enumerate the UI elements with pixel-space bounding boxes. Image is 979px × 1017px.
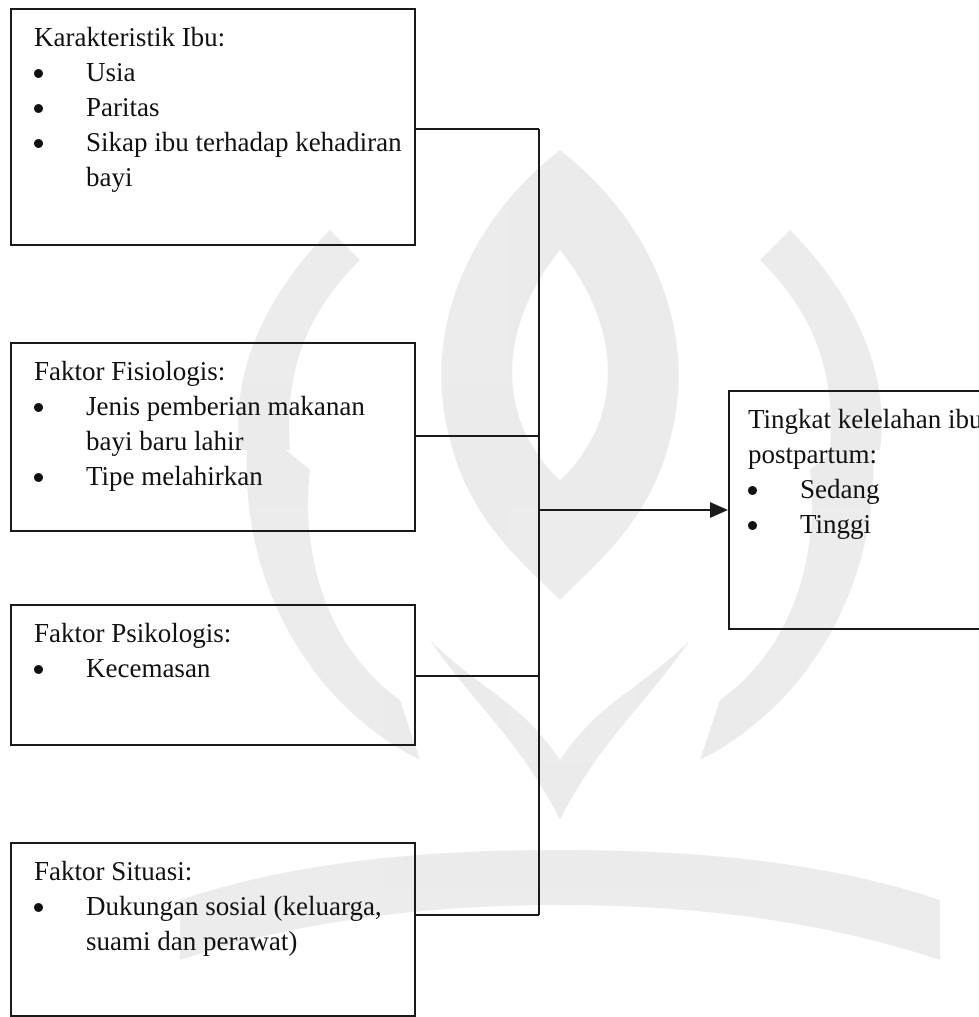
bullet-icon — [34, 69, 43, 78]
box-heading: Karakteristik Ibu: — [34, 22, 226, 52]
factor-list: Usia Paritas Sikap ibu terhadap kehadira… — [34, 55, 414, 195]
list-item: Usia — [34, 55, 414, 90]
box-heading: Tingkat kelelahan ibu postpartum: — [748, 404, 979, 469]
bullet-icon — [34, 665, 43, 674]
bullet-icon — [34, 473, 43, 482]
box-karakteristik-ibu: Karakteristik Ibu: Usia Paritas Sikap ib… — [10, 8, 416, 246]
bullet-icon — [748, 521, 757, 530]
list-item: Kecemasan — [34, 651, 414, 686]
box-faktor-psikologis: Faktor Psikologis: Kecemasan — [10, 604, 416, 746]
factor-list: Jenis pemberian makanan bayi baru lahir … — [34, 389, 414, 494]
factor-list: Dukungan sosial (keluarga, suami dan per… — [34, 889, 414, 959]
list-item: Tinggi — [748, 507, 979, 542]
list-item: Sedang — [748, 472, 979, 507]
list-item: Tipe melahirkan — [34, 459, 414, 494]
bullet-icon — [34, 403, 43, 412]
list-item: Dukungan sosial (keluarga, suami dan per… — [34, 889, 414, 959]
bullet-icon — [34, 139, 43, 148]
list-item: Jenis pemberian makanan bayi baru lahir — [34, 389, 414, 459]
list-item: Sikap ibu terhadap kehadiran bayi — [34, 125, 414, 195]
list-item: Paritas — [34, 90, 414, 125]
box-heading: Faktor Situasi: — [34, 856, 193, 886]
box-heading: Faktor Psikologis: — [34, 618, 232, 648]
bullet-icon — [748, 486, 757, 495]
outcome-list: Sedang Tinggi — [748, 472, 979, 542]
bullet-icon — [34, 104, 43, 113]
box-faktor-situasi: Faktor Situasi: Dukungan sosial (keluarg… — [10, 842, 416, 1017]
box-faktor-fisiologis: Faktor Fisiologis: Jenis pemberian makan… — [10, 342, 416, 532]
box-heading: Faktor Fisiologis: — [34, 356, 226, 386]
arrow-head-icon — [710, 502, 728, 518]
box-tingkat-kelelahan: Tingkat kelelahan ibu postpartum: Sedang… — [728, 390, 979, 630]
factor-list: Kecemasan — [34, 651, 414, 686]
bullet-icon — [34, 903, 43, 912]
